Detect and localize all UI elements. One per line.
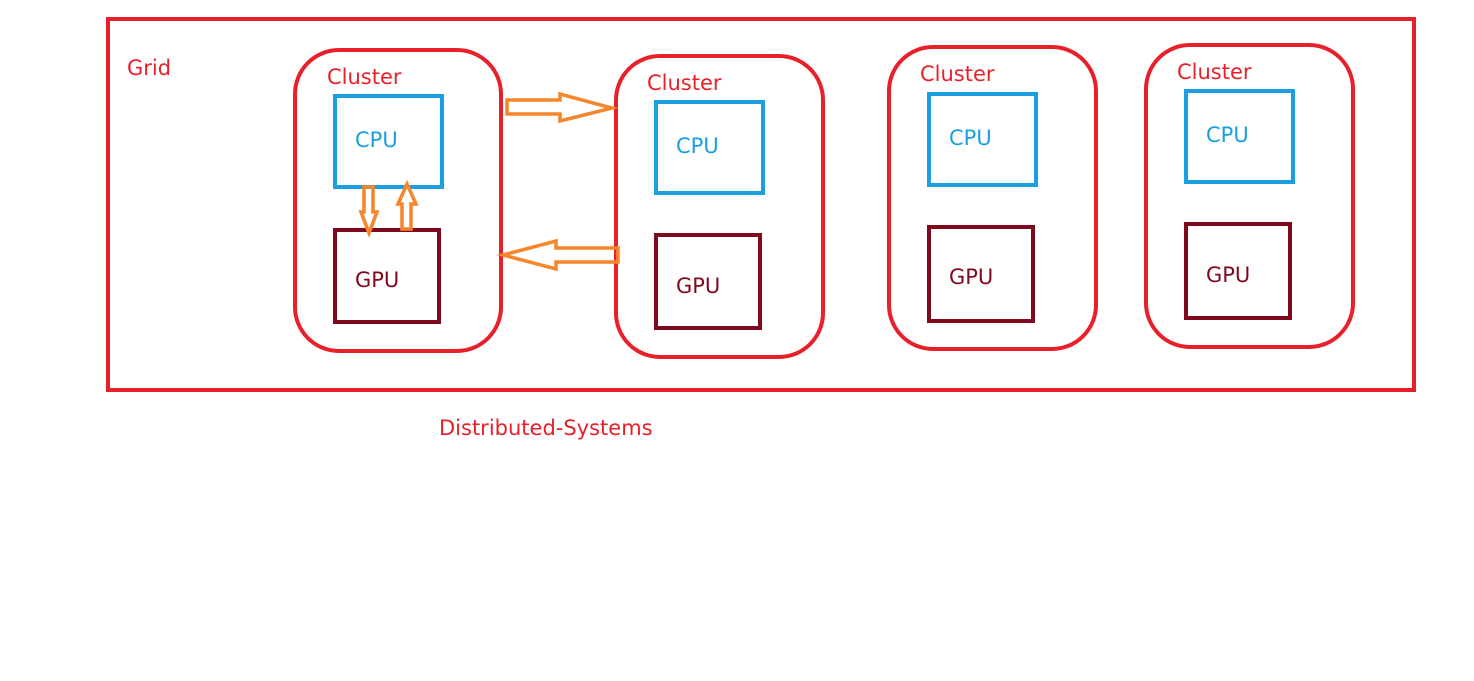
cluster-box-2 — [614, 54, 825, 359]
arrow-right-icon — [505, 91, 619, 124]
cluster-box-3 — [887, 45, 1098, 351]
gpu-label-1: GPU — [355, 268, 400, 292]
cpu-label-1: CPU — [355, 128, 398, 152]
arrow-up-icon — [395, 179, 419, 231]
arrow-left-icon — [496, 238, 620, 272]
cpu-label-4: CPU — [1206, 123, 1249, 147]
arrow-down-icon — [358, 185, 380, 238]
cluster-label-3: Cluster — [920, 62, 995, 86]
cluster-box-4 — [1144, 43, 1355, 349]
cluster-label-4: Cluster — [1177, 60, 1252, 84]
cpu-box-2 — [654, 100, 765, 195]
gpu-box-1 — [333, 228, 441, 324]
diagram-caption: Distributed-Systems — [439, 416, 653, 440]
gpu-label-2: GPU — [676, 274, 721, 298]
cluster-label-1: Cluster — [327, 65, 402, 89]
cpu-box-1 — [333, 94, 444, 189]
gpu-label-4: GPU — [1206, 263, 1251, 287]
cluster-box-1 — [293, 48, 503, 353]
cpu-label-2: CPU — [676, 134, 719, 158]
gpu-box-4 — [1184, 222, 1292, 320]
gpu-label-3: GPU — [949, 265, 994, 289]
cluster-label-2: Cluster — [647, 71, 722, 95]
gpu-box-3 — [927, 225, 1035, 323]
cpu-box-4 — [1184, 89, 1295, 184]
cpu-box-3 — [927, 92, 1038, 187]
gpu-box-2 — [654, 233, 762, 330]
grid-box — [106, 17, 1416, 392]
cpu-label-3: CPU — [949, 126, 992, 150]
grid-label: Grid — [127, 56, 172, 80]
